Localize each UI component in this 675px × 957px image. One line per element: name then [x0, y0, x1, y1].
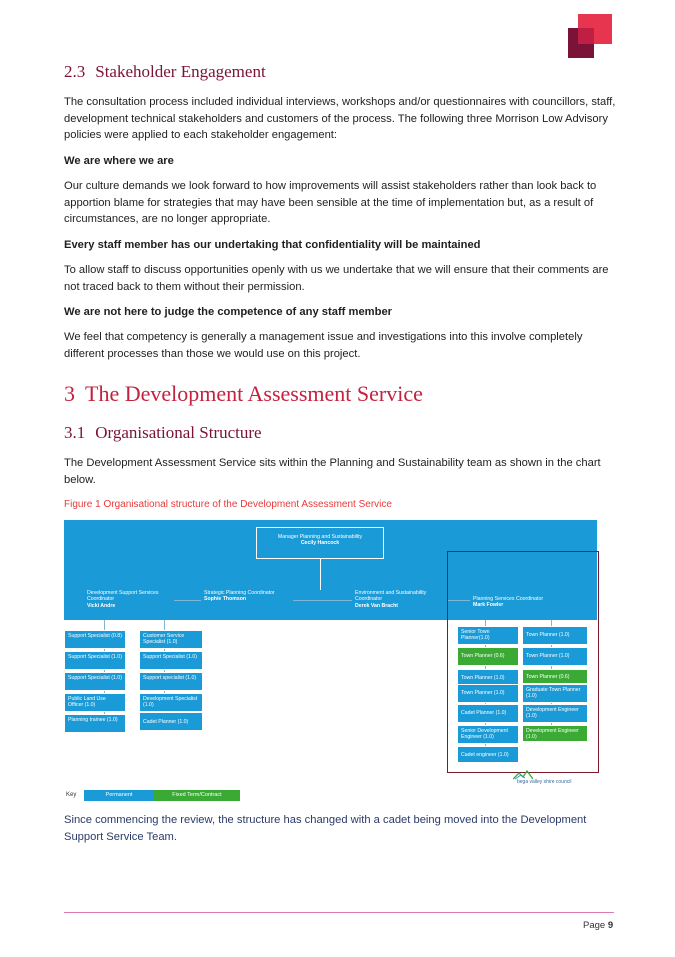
staff-box: Customer Service Specialist (1.0) [139, 630, 203, 649]
page-label: Page [583, 920, 606, 931]
staff-box: Town Planner (1.0) [522, 647, 588, 666]
staff-box: Town Planner (1.0) [522, 626, 588, 645]
staff-box: Senior Development Engineer (1.0) [457, 725, 519, 744]
coordinator-title: Development Support Services Coordinator [87, 590, 159, 603]
footer-rule [64, 912, 614, 913]
coordinator-title: Strategic Planning Coordinator [204, 590, 275, 596]
connector-line [320, 559, 321, 590]
mountain-icon [513, 770, 533, 780]
section-number: 3 [64, 381, 75, 406]
council-logo: bega valley shire council [513, 770, 573, 788]
policy-heading-2: Every staff member has our undertaking t… [64, 239, 481, 251]
manager-title: Manager Planning and Sustainability [277, 534, 363, 540]
coordinator-box-planning-services: Planning Services Coordinator Mark Fowle… [470, 588, 568, 618]
connector-line [174, 600, 472, 601]
morrison-low-logo [568, 14, 612, 58]
staff-box: Senior Town Planner(1.0) [457, 626, 519, 645]
intro-paragraph: The consultation process included indivi… [64, 96, 616, 142]
coordinator-name: Derek Van Bracht [355, 602, 398, 609]
coordinator-title: Planning Services Coordinator [473, 596, 544, 602]
staff-box: Town Planner (0.6) [522, 669, 588, 684]
staff-box: Planning trainee (1.0) [64, 714, 126, 733]
coordinator-box-dss: Development Support Services Coordinator… [84, 588, 174, 618]
manager-box: Manager Planning and Sustainability Ceci… [256, 527, 384, 559]
coordinator-name: Vicki Andre [87, 602, 116, 609]
post-chart-note: Since commencing the review, the structu… [64, 814, 587, 843]
staff-box: Cadet Planner (1.0) [139, 712, 203, 731]
coordinator-name: Mark Fowler [473, 602, 504, 609]
section-number: 2.3 [64, 62, 86, 81]
staff-box: Development Specialist (1.0) [139, 693, 203, 712]
staff-box: Graduate Town Planner (1.0) [522, 684, 588, 703]
staff-box: Town Planner (1.0) [457, 684, 519, 703]
planning-services-highlight-frame [447, 551, 599, 773]
coordinator-box-strategic: Strategic Planning Coordinator Sophie Th… [201, 588, 293, 618]
policy-body-1: Our culture demands we look forward to h… [64, 180, 597, 226]
staff-box: Support specialist (1.0) [139, 672, 203, 691]
page-number: Page 9 [583, 920, 613, 931]
staff-box: Cadet Planner (1.0) [457, 704, 519, 723]
staff-box: Development Engineer (1.0) [522, 704, 588, 723]
staff-box: Public Land Use Officer (1.0) [64, 693, 126, 712]
key-permanent: Permanent [84, 790, 154, 801]
page-number-value: 9 [607, 920, 614, 931]
staff-box: Support Specialist (0.8) [64, 630, 126, 649]
org-chart: Manager Planning and Sustainability Ceci… [64, 520, 599, 804]
figure-caption: Figure 1 Organisational structure of the… [64, 499, 392, 510]
key-label: Key [66, 792, 77, 798]
staff-box: Development Engineer (1.0) [522, 725, 588, 742]
coordinator-title: Environment and Sustainability Coordinat… [355, 590, 427, 603]
section-3-1-body: The Development Assessment Service sits … [64, 457, 601, 486]
staff-box: Town Planner (0.6) [457, 647, 519, 666]
policy-heading-1: We are where we are [64, 155, 174, 167]
section-heading-3-1: 3.1 Organisational Structure [64, 423, 262, 443]
section-title: Stakeholder Engagement [95, 62, 266, 81]
policy-heading-3: We are not here to judge the competence … [64, 306, 393, 318]
section-number: 3.1 [64, 423, 86, 442]
policy-body-2: To allow staff to discuss opportunities … [64, 264, 609, 293]
section-heading-3: 3 The Development Assessment Service [64, 381, 423, 407]
council-logo-text: bega valley shire council [517, 779, 572, 785]
coordinator-box-environment: Environment and Sustainability Coordinat… [352, 588, 448, 618]
staff-box: Support Specialist (1.0) [64, 651, 126, 670]
staff-box: Support Specialist (1.0) [64, 672, 126, 691]
section-title: The Development Assessment Service [85, 381, 423, 406]
staff-box: Support Specialist (1.0) [139, 651, 203, 670]
manager-name: Cecily Hancock [300, 540, 340, 547]
policy-body-3: We feel that competency is generally a m… [64, 331, 583, 360]
staff-box: Cadet engineer (1.0) [457, 746, 519, 763]
coordinator-name: Sophie Thomson [204, 596, 247, 603]
key-fixed-term: Fixed Term/Contract [154, 790, 240, 801]
section-title: Organisational Structure [95, 423, 262, 442]
section-heading-2-3: 2.3 Stakeholder Engagement [64, 62, 266, 82]
